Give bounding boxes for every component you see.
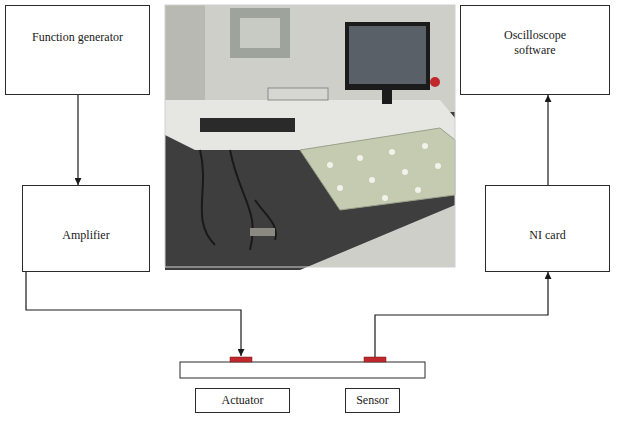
node-label: NI card: [529, 228, 565, 243]
node-label: Sensor: [356, 393, 389, 408]
photo-monitor-stand: [382, 90, 392, 104]
photo-device-panel: [240, 18, 280, 48]
signal-arrow: [77, 95, 78, 185]
software-box: Oscilloscope software: [460, 5, 610, 95]
photo-frame: [165, 5, 455, 267]
node-label: Function generator: [32, 30, 123, 45]
photo-monitor-screen: [349, 26, 426, 84]
photo-monitor: [345, 22, 430, 90]
photo-keyboard: [200, 118, 295, 132]
node-label: Actuator: [222, 393, 264, 408]
signal-arrow: [547, 95, 548, 185]
plate: [180, 362, 425, 378]
actuator-patch: [230, 357, 252, 362]
photo-shelf-device: [230, 8, 290, 58]
signal-arrow: [375, 272, 548, 357]
sensor-patch: [364, 357, 386, 362]
signal-arrow: [26, 272, 241, 356]
photo-sensor-dots: [327, 143, 441, 201]
node-label: Amplifier: [62, 228, 109, 243]
photo-instrument: [268, 88, 328, 100]
photo-stop-button: [430, 77, 440, 87]
photo-cabinet: [165, 5, 205, 115]
part-label-box: Sensor: [345, 388, 400, 413]
instrument-box: Function generator: [5, 5, 150, 95]
photo-plate: [300, 128, 455, 210]
photo-cables: [200, 150, 276, 250]
node-label: Oscilloscope software: [490, 28, 580, 58]
part-label-box: Actuator: [195, 388, 290, 413]
instrument-box: Amplifier: [22, 185, 150, 272]
photo-connector: [250, 228, 275, 236]
hardware-box: NI card: [485, 185, 610, 272]
